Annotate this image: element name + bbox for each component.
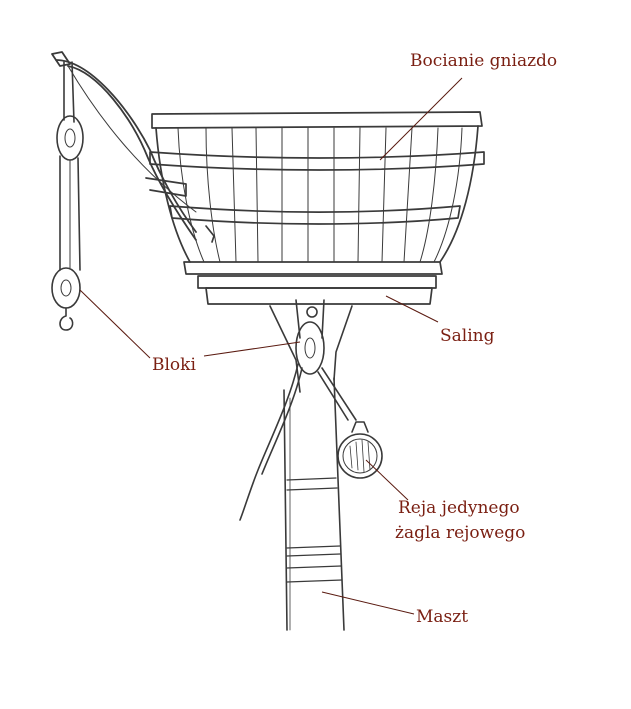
crows-nest	[145, 111, 485, 305]
mast	[283, 377, 345, 631]
leader-crows-nest	[379, 77, 463, 161]
davit-arm	[51, 51, 197, 241]
tackle-blocks	[51, 61, 84, 331]
label-yard-line1: Reja jedynego	[398, 498, 520, 518]
label-mast: Maszt	[416, 607, 469, 627]
trestle	[269, 299, 353, 393]
label-yard-line2: żagla rejowego	[395, 523, 526, 543]
yard-section	[337, 421, 383, 479]
leader-blocks	[203, 341, 301, 357]
leader-mast	[321, 591, 415, 615]
label-blocks: Bloki	[152, 355, 196, 375]
leader-lines	[79, 77, 463, 615]
label-crows-nest: Bocianie gniazdo	[410, 51, 558, 71]
leader-yard	[365, 459, 409, 501]
label-trestle: Saling	[440, 326, 495, 346]
leader-blocks-hook	[79, 289, 151, 359]
leader-trestle	[385, 295, 439, 323]
halyard-block	[239, 306, 357, 521]
